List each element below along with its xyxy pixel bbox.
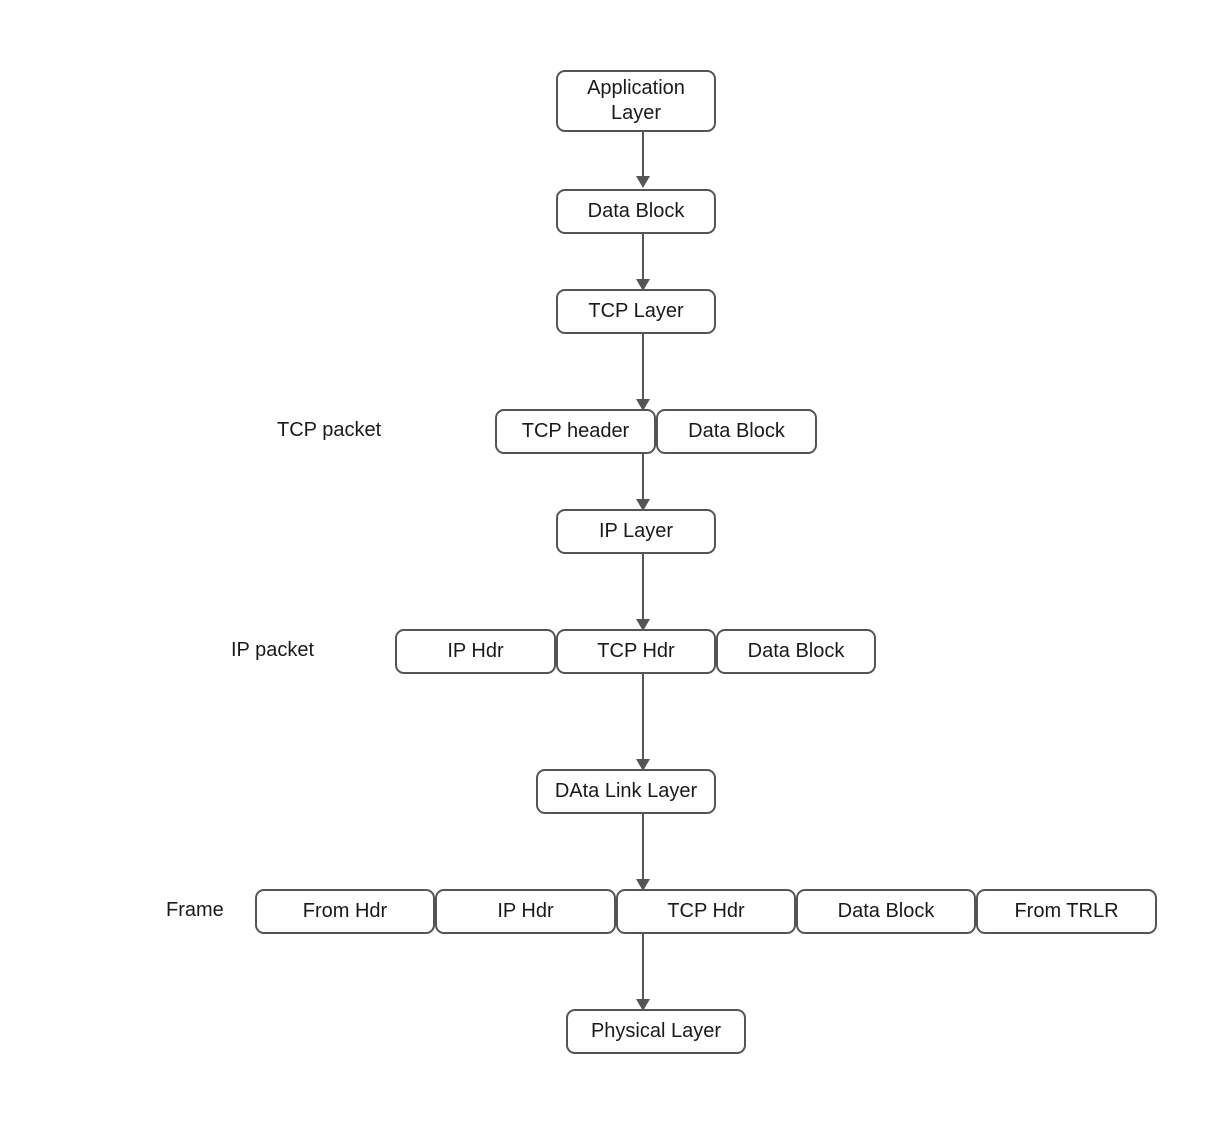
segment-data-block[interactable]: Data Block (716, 629, 876, 674)
row-frame: From Hdr IP Hdr TCP Hdr Data Block From … (255, 889, 1157, 934)
arrow-head (636, 499, 650, 511)
arrow-head (636, 619, 650, 631)
node-data-link-layer[interactable]: DAta Link Layer (536, 769, 716, 814)
arrow-data-link-layer-to-frame (635, 814, 651, 891)
row-label-frame: Frame (166, 899, 224, 921)
arrow-head (636, 176, 650, 188)
segment-tcp-hdr[interactable]: TCP Hdr (556, 629, 716, 674)
arrow-head (636, 999, 650, 1011)
arrow-tcp-packet-to-ip-layer (635, 454, 651, 511)
arrow-head (636, 759, 650, 771)
arrow-shaft (642, 234, 644, 279)
segment-tcp-header[interactable]: TCP header (495, 409, 656, 454)
segment-data-block[interactable]: Data Block (656, 409, 817, 454)
arrow-head (636, 879, 650, 891)
segment-tcp-hdr[interactable]: TCP Hdr (616, 889, 796, 934)
arrow-shaft (642, 674, 644, 759)
node-ip-layer[interactable]: IP Layer (556, 509, 716, 554)
arrow-ip-layer-to-ip-packet (635, 554, 651, 631)
arrow-shaft (642, 934, 644, 999)
arrow-frame-to-physical-layer (635, 934, 651, 1011)
segment-data-block[interactable]: Data Block (796, 889, 976, 934)
arrow-shaft (642, 554, 644, 619)
arrow-shaft (642, 131, 644, 176)
node-application-layer[interactable]: Application Layer (556, 70, 716, 132)
arrow-shaft (642, 454, 644, 499)
arrow-shaft (642, 814, 644, 879)
row-label-ip-packet: IP packet (231, 639, 315, 661)
segment-ip-hdr[interactable]: IP Hdr (395, 629, 556, 674)
row-label-tcp-packet: TCP packet (277, 419, 382, 441)
node-tcp-layer[interactable]: TCP Layer (556, 289, 716, 334)
node-data-block[interactable]: Data Block (556, 189, 716, 234)
arrow-shaft (642, 334, 644, 399)
segment-ip-hdr[interactable]: IP Hdr (435, 889, 616, 934)
arrow-tcp-layer-to-tcp-packet (635, 334, 651, 411)
arrow-ip-packet-to-data-link-layer (635, 674, 651, 771)
arrow-application-layer-to-data-block (635, 131, 651, 188)
node-physical-layer[interactable]: Physical Layer (566, 1009, 746, 1054)
row-ip-packet: IP Hdr TCP Hdr Data Block (395, 629, 876, 674)
arrow-data-block-to-tcp-layer (635, 234, 651, 291)
row-tcp-packet: TCP header Data Block (495, 409, 817, 454)
arrow-head (636, 279, 650, 291)
segment-from-trlr[interactable]: From TRLR (976, 889, 1157, 934)
segment-from-hdr[interactable]: From Hdr (255, 889, 435, 934)
arrow-head (636, 399, 650, 411)
